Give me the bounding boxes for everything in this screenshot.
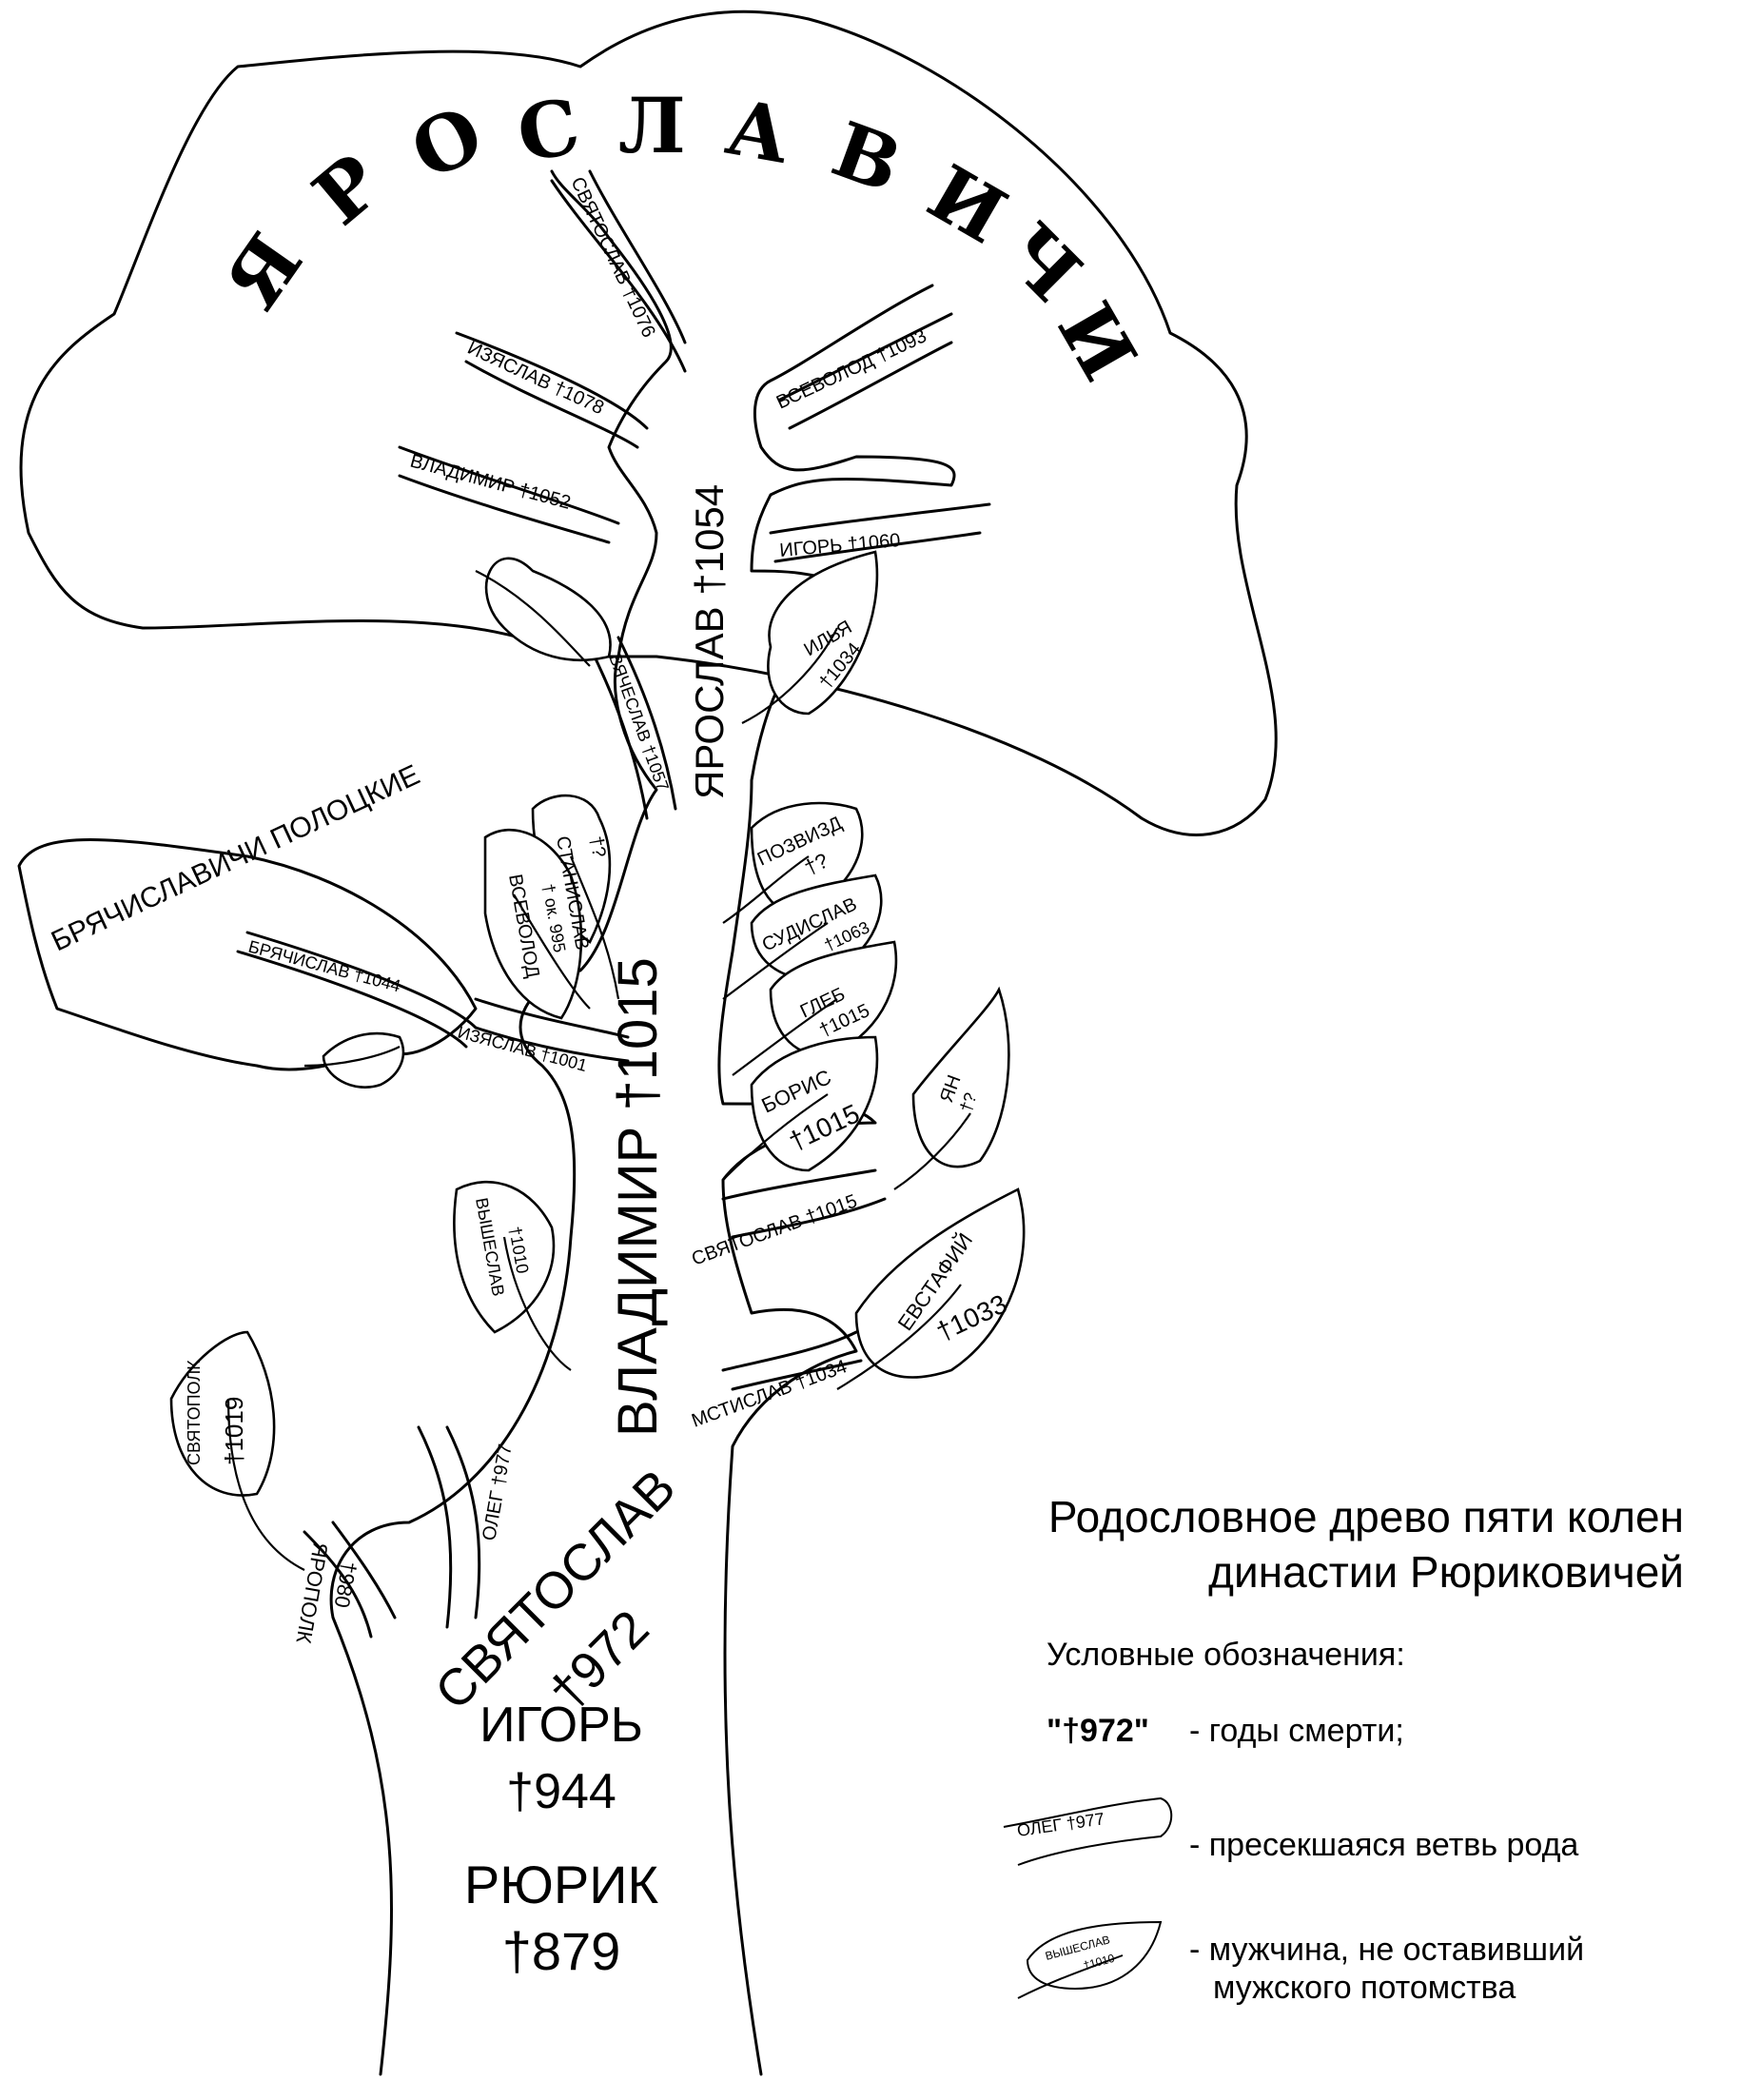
label-bryachislavichi: БРЯЧИСЛАВИЧИ ПОЛОЦКИЕ	[47, 759, 424, 958]
igor-name: ИГОРЬ	[479, 1698, 643, 1753]
legend-branch-sample: ОЛЕГ †977	[1016, 1809, 1105, 1840]
label-svyatoslav-1076: СВЯТОСЛАВ †1076	[566, 174, 658, 341]
title-letter: Ч	[987, 206, 1099, 319]
label-vladimir-1052: ВЛАДИМИР †1052	[408, 451, 573, 514]
legend-leaf-text-2: мужского потомства	[1213, 1970, 1516, 2006]
yaroslavichi-crown	[19, 10, 1278, 836]
leaf-stanislav-year: †?	[585, 834, 610, 859]
label-vsevolod-1093: ВСЕВОЛОД †1093	[773, 325, 930, 413]
vladimir-name: ВЛАДИМИР †1015	[607, 957, 669, 1437]
label-yaropolk: ЯРОПОЛК	[291, 1541, 332, 1645]
title-letter: Р	[297, 137, 399, 243]
tree-trunk	[329, 169, 956, 2076]
title-letter: И	[914, 147, 1021, 261]
legend-leaf-text-1: - мужчина, не оставивший	[1189, 1932, 1585, 1968]
igor-year: †944	[506, 1764, 616, 1819]
title-letter: О	[398, 88, 496, 198]
caption-line-1: Родословное древо пяти колен	[1047, 1492, 1684, 1541]
leaf-shapes	[169, 550, 1026, 1571]
caption-line-2: династии Рюриковичей	[1208, 1547, 1684, 1597]
label-bryachislav-1044: БРЯЧИСЛАВ †1044	[246, 937, 402, 996]
branch-lines	[236, 169, 991, 1639]
title-yaroslavichi: Я Р О С Л А В И Ч И	[208, 81, 1154, 395]
diagram-caption: Родословное древо пяти колен династии Рю…	[828, 1489, 1684, 1600]
title-letter: И	[1041, 288, 1154, 395]
label-svyatoslav-1015: СВЯТОСЛАВ †1015	[689, 1190, 860, 1269]
label-vyacheslav-1057: ВЯЧЕСЛАВ †1057	[605, 652, 673, 794]
yaroslav-name: ЯРОСЛАВ †1054	[687, 484, 732, 799]
title-letter: А	[720, 82, 796, 181]
leaf-svyatopolk-year: †1019	[220, 1397, 248, 1465]
legend-leaf-icon: ВЫШЕСЛАВ †1010	[1017, 1920, 1163, 1999]
label-mstislav-1034: МСТИСЛАВ †1034	[689, 1356, 850, 1431]
rurik-year: †879	[502, 1921, 621, 1981]
label-oleg-977: ОЛЕГ †977	[479, 1443, 516, 1542]
title-letter: В	[822, 105, 913, 210]
legend-branch-icon: ОЛЕГ †977	[1003, 1796, 1173, 1866]
title-letter: С	[511, 81, 586, 180]
title-letter: Л	[618, 81, 686, 170]
leaf-svyatopolk-name: СВЯТОПОЛК	[185, 1360, 204, 1465]
legend-death-text: - годы смерти;	[1189, 1713, 1404, 1749]
label-izyaslav-1001: ИЗЯСЛАВ †1001	[456, 1023, 589, 1076]
title-letter: Я	[208, 218, 320, 324]
legend-death-sample: "†972"	[1047, 1713, 1149, 1749]
legend-heading: Условные обозначения:	[1047, 1637, 1405, 1673]
legend-branch-text: - пресекшаяся ветвь рода	[1189, 1827, 1579, 1863]
label-izyaslav-1078: ИЗЯСЛАВ †1078	[464, 338, 607, 420]
rurik-name: РЮРИК	[464, 1855, 659, 1914]
label-igor-1060: ИГОРЬ †1060	[779, 530, 902, 561]
